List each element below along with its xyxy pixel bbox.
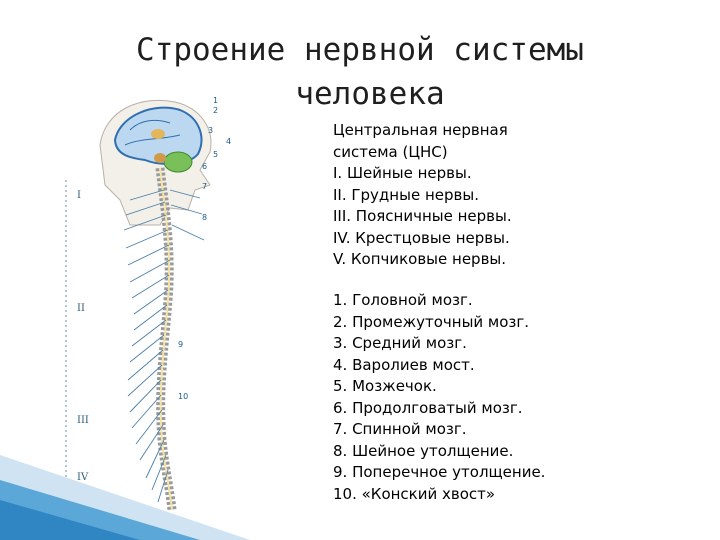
parts-legend-item: 7. Спинной мозг. [333, 420, 467, 438]
parts-legend-item: 5. Мозжечок. [333, 377, 437, 395]
page-title-line-2: человека [295, 76, 445, 112]
cns-legend-line: III. Поясничные нервы. [333, 207, 512, 225]
part-number-10: 10 [178, 392, 189, 401]
parts-legend-item: 2. Промежуточный мозг. [333, 312, 530, 331]
part-number-8: 8 [202, 213, 208, 222]
part-number-2: 2 [213, 106, 219, 115]
region-label-ii: II [77, 303, 85, 314]
cns-legend: Центральная нервная система (ЦНС) I. Шей… [333, 120, 512, 271]
region-label-i: I [77, 190, 81, 201]
cns-legend-line: I. Шейные нервы. [333, 164, 472, 182]
parts-legend: 1. Головной мозг. 2. Промежуточный мозг.… [333, 290, 545, 505]
parts-legend-item: 4. Варолиев мост. [333, 355, 475, 374]
parts-legend-item: 6. Продолговатый мозг. [333, 398, 523, 417]
part-number-6: 6 [202, 162, 208, 171]
cns-legend-line: IV. Крестцовые нервы. [333, 228, 510, 247]
parts-legend-item: 8. Шейное утолщение. [333, 441, 514, 460]
cns-legend-line: II. Грудные нервы. [333, 185, 479, 204]
part-number-3: 3 [208, 126, 214, 135]
page-title-line-1: Строение нервной системы [136, 32, 584, 68]
part-number-9: 9 [178, 340, 184, 349]
parts-legend-item: 9. Поперечное утолщение. [333, 463, 546, 481]
cns-legend-line: V. Копчиковые нервы. [333, 250, 507, 268]
part-number-1: 1 [213, 96, 219, 105]
region-label-iii: III [77, 415, 89, 426]
part-number-5: 5 [213, 150, 219, 159]
region-label-iv: IV [77, 472, 89, 483]
cns-legend-line: система (ЦНС) [333, 142, 448, 161]
part-number-4: 4 [226, 137, 232, 146]
part-number-7: 7 [202, 182, 208, 191]
nervous-system-illustration [65, 99, 212, 511]
parts-legend-item: 10. «Конский хвост» [333, 484, 496, 503]
parts-legend-item: 1. Головной мозг. [333, 291, 473, 309]
cns-legend-line: Центральная нервная [333, 121, 508, 139]
decorative-corner-swoosh [0, 455, 250, 540]
parts-legend-item: 3. Средний мозг. [333, 334, 467, 352]
